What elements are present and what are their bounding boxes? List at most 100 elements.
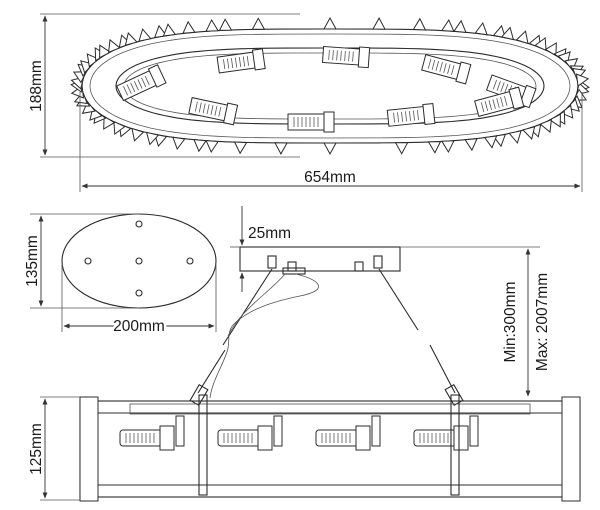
crystal-tooth	[86, 53, 100, 68]
crystal-tooth	[323, 16, 337, 30]
lamp-head	[321, 45, 371, 69]
crystal-tooth	[205, 18, 219, 32]
cable-gripper-left	[189, 383, 209, 407]
crystal-tooth	[372, 17, 386, 30]
crystal-tooth	[193, 139, 207, 153]
crystal-tooth	[522, 126, 536, 141]
suspension-cable-right	[378, 268, 419, 331]
suspension-max-label: Max: 2007mm	[534, 273, 551, 371]
crystal-tooth	[138, 28, 152, 42]
canopy-hole	[135, 289, 143, 297]
crystal-tooth	[534, 36, 547, 52]
canopy-height-label: 25mm	[248, 225, 291, 242]
top-length-label: 654mm	[304, 169, 356, 186]
crystal-tooth	[483, 135, 498, 149]
body-height-label: 125mm	[28, 423, 45, 475]
crystal-tooth	[572, 67, 587, 81]
top-height-label: 188mm	[28, 60, 45, 112]
crystal-tooth	[548, 113, 561, 128]
crystal-tooth	[453, 19, 467, 33]
crystal-tooth	[500, 26, 515, 41]
crystal-tooth	[575, 73, 590, 87]
side-canopy-screw	[373, 255, 383, 269]
crystal-tooth	[515, 30, 529, 45]
crystal-tooth	[474, 21, 488, 36]
side-view-lamp-heads	[119, 415, 479, 451]
side-body-frame	[79, 400, 581, 498]
canopy-screw-holes	[84, 220, 194, 297]
suspension-min-label: Min:300mm	[502, 282, 519, 363]
crystal-tooth	[73, 91, 88, 105]
crystal-tooth	[81, 100, 96, 114]
suspension-cable-left	[222, 268, 273, 346]
crystal-tooth	[205, 140, 219, 154]
crystal-tooth	[441, 140, 455, 154]
lamp-head	[386, 102, 436, 127]
crystal-tooth	[103, 115, 116, 130]
crystal-tooth	[145, 131, 160, 146]
crystal-tooth	[172, 136, 186, 151]
side-lamp-head	[217, 415, 283, 451]
side-body-inner-bar	[129, 403, 531, 415]
top-view-inner-frame	[115, 47, 545, 125]
top-view: 188mm 654mm	[28, 13, 590, 192]
lamp-head	[421, 53, 472, 85]
suspension-cable-right-lower	[429, 344, 456, 394]
crystal-tooth	[394, 142, 409, 155]
canopy-view: 135mm 200mm	[24, 213, 217, 338]
side-lamp-head	[413, 415, 479, 451]
crystal-tooth	[560, 104, 574, 119]
side-canopy	[239, 246, 401, 272]
side-body-end-cap-right	[561, 396, 581, 502]
power-cord	[209, 273, 319, 399]
crystal-tooth	[564, 58, 579, 72]
crystal-tooth	[492, 24, 507, 39]
side-lamp-head	[119, 415, 185, 451]
crystal-tooth	[162, 23, 177, 37]
lamp-head	[188, 97, 239, 126]
crystal-tooth	[108, 38, 121, 54]
crystal-tooth	[274, 142, 288, 155]
lamp-head	[287, 111, 335, 133]
side-body-end-cap-left	[79, 396, 99, 502]
crystal-tooth	[323, 142, 337, 156]
side-canopy-nut	[354, 261, 364, 272]
canopy-width-label: 135mm	[24, 235, 41, 287]
crystal-tooth	[508, 130, 522, 144]
crystal-tooth	[427, 141, 442, 154]
side-view: 25mm 125mm Min:300mm Max: 2007mm	[28, 206, 581, 502]
crystal-tooth	[412, 17, 427, 31]
side-lamp-head	[315, 415, 381, 451]
side-post-left	[198, 394, 208, 496]
crystal-tooth	[544, 42, 557, 57]
lamp-head	[216, 48, 266, 74]
power-cord-left	[227, 273, 286, 337]
crystal-tooth	[99, 44, 112, 59]
crystal-tooth	[218, 18, 233, 31]
lamp-head	[474, 86, 525, 118]
crystal-tooth	[182, 20, 196, 34]
canopy-hole	[135, 220, 143, 228]
crystal-tooth	[113, 120, 126, 136]
canopy-length-label: 200mm	[113, 318, 165, 335]
crystal-tooth	[539, 118, 552, 134]
side-canopy-mount	[282, 267, 306, 275]
top-view-outer-frame-inner	[89, 33, 571, 139]
crystal-tooth	[131, 127, 145, 142]
lamp-head	[116, 64, 167, 102]
side-post-right	[450, 394, 460, 496]
crystal-tooth	[251, 17, 266, 30]
canopy-hole	[84, 257, 92, 265]
side-canopy-screw	[267, 255, 277, 269]
canopy-hole	[186, 257, 194, 265]
canopy-hole	[135, 257, 143, 265]
crystal-tooth	[233, 141, 248, 155]
crystal-tooth	[153, 133, 168, 148]
top-view-lamp-heads	[116, 45, 537, 133]
top-view-crystal-teeth	[70, 16, 590, 156]
suspension-cable-left-lower	[197, 349, 226, 394]
crystal-tooth	[464, 138, 478, 152]
crystal-tooth	[124, 31, 138, 46]
side-canopy-nut	[287, 261, 297, 272]
